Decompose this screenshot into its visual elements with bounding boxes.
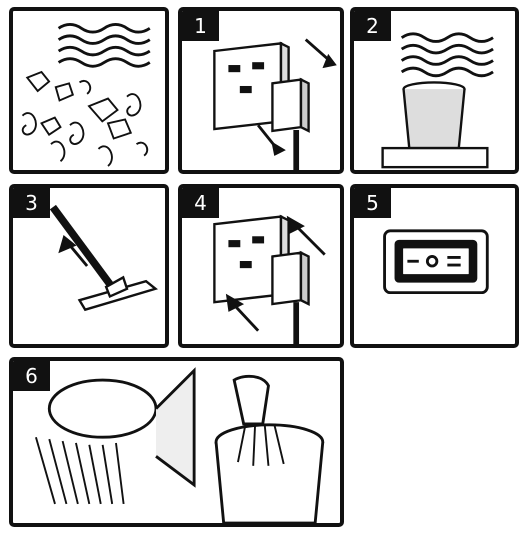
debris-piece — [25, 70, 51, 93]
step-number: 2 — [354, 11, 391, 41]
step-number: 1 — [182, 11, 219, 41]
filter-strand — [252, 423, 257, 466]
curl — [21, 112, 37, 136]
socket-hole — [239, 261, 252, 269]
debris-stream — [35, 436, 56, 505]
hand — [232, 374, 270, 426]
curl — [97, 145, 113, 167]
curl — [50, 140, 66, 163]
container-wall — [155, 367, 196, 488]
debris-stream — [48, 438, 68, 505]
container-illustration — [381, 32, 494, 169]
wall-socket — [213, 215, 283, 304]
filter-strand — [263, 423, 270, 466]
wave-line — [57, 45, 151, 57]
debris-stream — [88, 444, 102, 505]
socket-hole — [252, 236, 265, 244]
panel-step-3: 3 — [9, 184, 169, 348]
debris-stream — [61, 440, 79, 505]
debris-piece — [40, 116, 62, 136]
nozzle-illustration — [49, 204, 159, 312]
panel-step-4: 4 — [178, 184, 344, 348]
empty-illustration — [35, 367, 325, 523]
wave-line — [400, 32, 494, 43]
plug-side — [299, 250, 310, 306]
arrow-head — [286, 215, 305, 234]
wave-line — [57, 23, 151, 34]
panel-debris — [9, 7, 169, 174]
debris-illustration — [21, 23, 151, 167]
debris-piece — [106, 118, 133, 140]
wave-line — [400, 55, 494, 66]
container-body — [402, 88, 466, 150]
step-number: 5 — [354, 188, 391, 218]
debris-piece — [54, 82, 75, 102]
curl — [126, 93, 142, 117]
curl — [78, 80, 92, 95]
arrow — [293, 223, 326, 256]
tube — [49, 204, 121, 297]
step-number: 3 — [13, 188, 50, 218]
curl — [69, 121, 85, 145]
debris-piece — [87, 97, 119, 123]
plug-side — [299, 77, 310, 133]
debris-stream — [115, 442, 125, 505]
switch-illustration — [383, 229, 489, 295]
nozzle-neck — [104, 275, 129, 298]
filter-strand — [273, 423, 285, 465]
container-base — [381, 146, 489, 169]
arrow-down-head — [271, 141, 286, 156]
step-number: 6 — [13, 361, 50, 391]
on-mark — [425, 255, 439, 268]
panel-step-6: 6 — [9, 357, 344, 527]
arrow-head — [58, 235, 77, 254]
filter-strand — [237, 423, 247, 463]
socket-hole — [228, 65, 241, 73]
bin-body — [214, 441, 325, 523]
panel-step-1: 1 — [178, 7, 344, 174]
arrow-up-head — [322, 53, 337, 69]
container-mouth — [47, 378, 158, 439]
socket-hole — [239, 85, 252, 94]
socket-hole — [252, 62, 265, 70]
step-number: 4 — [182, 188, 219, 218]
wave-line — [400, 66, 494, 78]
wave-line — [57, 34, 151, 45]
plug — [271, 78, 303, 133]
panel-step-2: 2 — [350, 7, 519, 174]
debris-stream — [75, 442, 91, 505]
unplug-illustration — [213, 38, 337, 170]
debris-stream — [101, 444, 114, 505]
panel-step-5: 5 — [350, 184, 519, 348]
arrow-head — [225, 293, 245, 312]
arrow-up — [304, 38, 331, 62]
wave-line — [400, 43, 494, 55]
plug-in-illustration — [213, 214, 326, 344]
wave-line — [57, 57, 151, 68]
socket-hole — [228, 240, 241, 248]
plug — [271, 251, 303, 306]
curl — [135, 141, 149, 157]
